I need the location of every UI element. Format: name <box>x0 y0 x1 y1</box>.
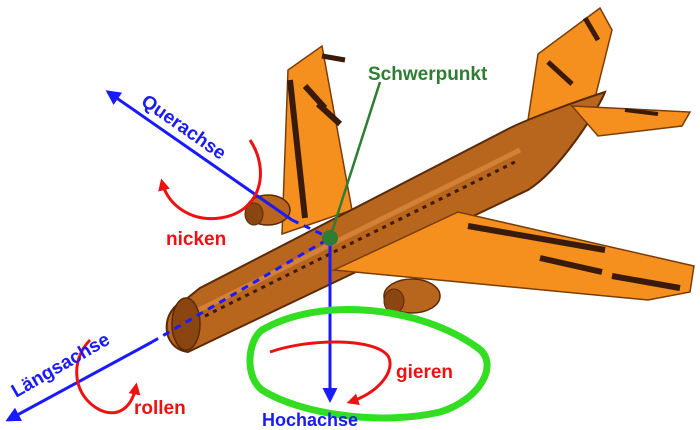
right-engine <box>383 278 441 314</box>
label-rollen: rollen <box>134 398 186 419</box>
left-engine <box>244 194 291 226</box>
yaw-arrow-icon <box>269 340 392 406</box>
left-wing <box>281 44 353 236</box>
right-wing <box>331 211 695 301</box>
roll-arrow-icon <box>75 338 141 415</box>
fuselage <box>165 90 607 354</box>
label-querachse: Querachse <box>137 91 230 165</box>
label-hochachse: Hochachse <box>262 410 358 430</box>
horizontal-stabilizer <box>570 105 692 137</box>
label-schwerpunkt: Schwerpunkt <box>368 64 488 85</box>
querachse-axis <box>105 90 293 222</box>
label-gieren: gieren <box>396 362 453 383</box>
pitch-arrow-icon <box>158 139 262 221</box>
laengsachse-axis <box>5 340 153 422</box>
axes <box>5 90 338 422</box>
center-of-gravity <box>322 81 382 246</box>
center-of-gravity-dot <box>322 230 338 246</box>
label-nicken: nicken <box>166 229 226 250</box>
highlight-circle <box>246 306 491 422</box>
